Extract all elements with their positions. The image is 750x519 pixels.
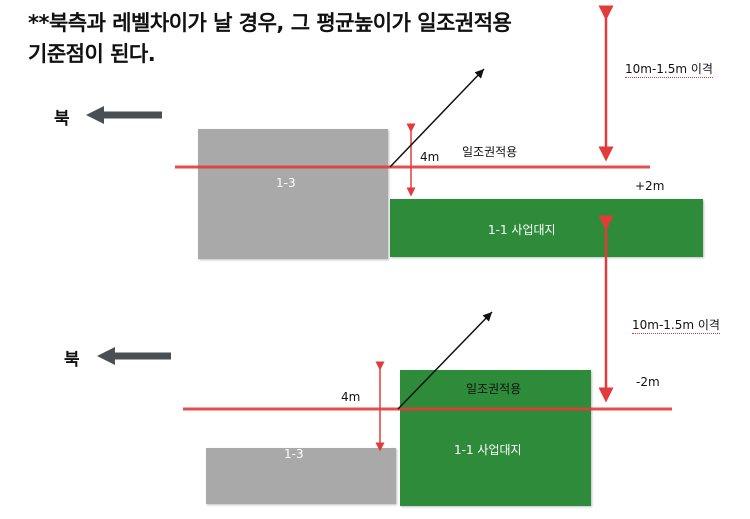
- bottom-diagonal-arrow: [397, 311, 493, 410]
- top-lot-1-3-label: 1-3: [276, 176, 296, 190]
- north-label-bottom: 북: [64, 350, 80, 370]
- top-height-label: 4m: [420, 150, 440, 164]
- bottom-lot-1-3-label: 1-3: [284, 447, 304, 461]
- top-diagonal-arrow: [389, 68, 485, 168]
- top-lot-1-3: [198, 129, 388, 259]
- bottom-setback-label: 10m-1.5m 이격: [632, 318, 720, 334]
- top-sunlight-label: 일조권적용: [462, 145, 518, 159]
- bottom-lot-1-3: [206, 448, 396, 504]
- bottom-height-label: 4m: [341, 390, 361, 404]
- top-level-label: +2m: [635, 179, 665, 193]
- bottom-sunlight-label: 일조권적용: [466, 382, 522, 396]
- north-label-top: 북: [54, 109, 70, 129]
- title-line-1: **북측과 레벨차이가 날 경우, 그 평균높이가 일조권적용: [28, 11, 512, 35]
- top-setback-label: 10m-1.5m 이격: [625, 62, 713, 78]
- title-line-2: 기준점이 된다.: [28, 42, 156, 66]
- top-lot-1-1-label: 1-1 사업대지: [488, 223, 556, 237]
- bottom-level-label: -2m: [636, 375, 660, 389]
- page-title: **북측과 레벨차이가 날 경우, 그 평균높이가 일조권적용 기준점이 된다.: [28, 8, 512, 70]
- bottom-lot-1-1: [400, 370, 591, 506]
- top-lot-1-1: [390, 199, 703, 257]
- bottom-lot-1-1-label: 1-1 사업대지: [454, 443, 522, 457]
